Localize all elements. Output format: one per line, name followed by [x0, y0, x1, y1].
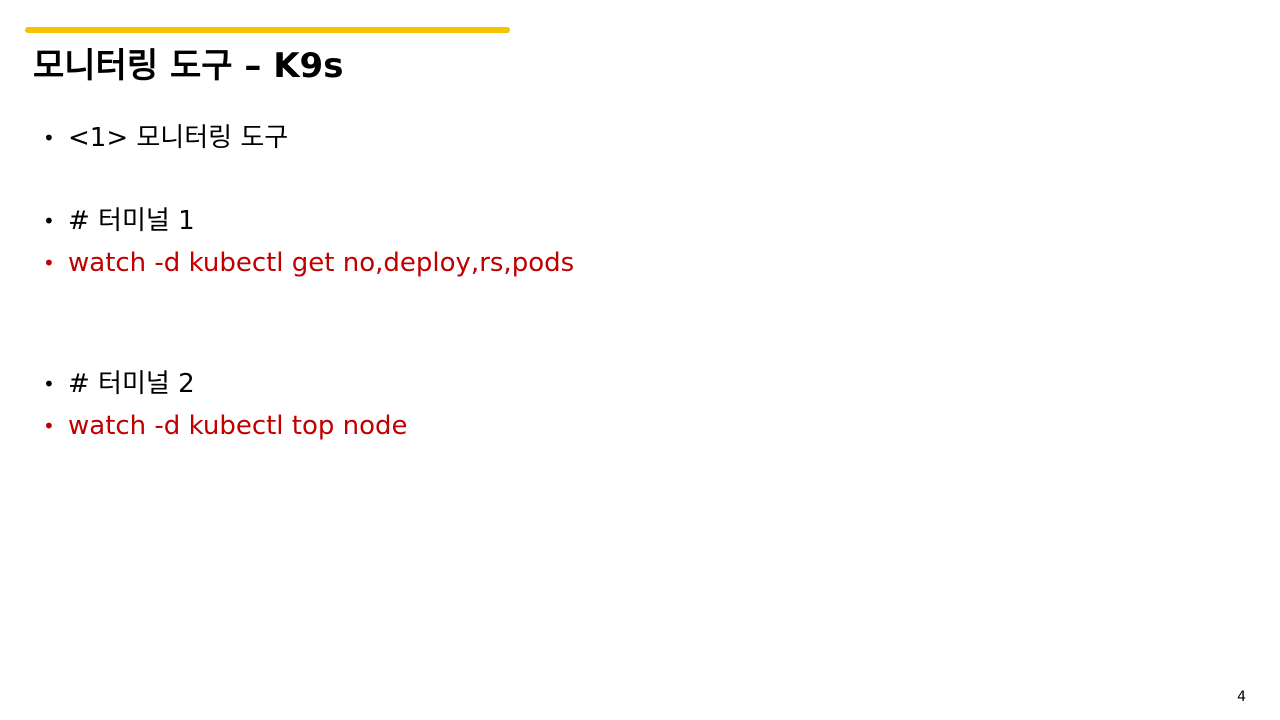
- bullet-text: watch -d kubectl get no,deploy,rs,pods: [68, 248, 575, 278]
- bullet-text: watch -d kubectl top node: [68, 411, 408, 441]
- bullet-dot-icon: •: [43, 209, 55, 233]
- slide-title: 모니터링 도구 – K9s: [33, 46, 344, 86]
- bullet-item: • # 터미널 2: [43, 367, 195, 401]
- bullet-dot-icon: •: [43, 372, 55, 396]
- bullet-item: • watch -d kubectl top node: [43, 409, 408, 443]
- bullet-item: • watch -d kubectl get no,deploy,rs,pods: [43, 246, 574, 280]
- bullet-item: • # 터미널 1: [43, 204, 195, 238]
- bullet-dot-icon: •: [43, 414, 55, 438]
- bullet-text: <1> 모니터링 도구: [68, 123, 289, 153]
- bullet-dot-icon: •: [43, 251, 55, 275]
- bullet-dot-icon: •: [43, 126, 55, 150]
- bullet-item: • <1> 모니터링 도구: [43, 121, 288, 155]
- bullet-text: # 터미널 1: [68, 206, 195, 236]
- bullet-text: # 터미널 2: [68, 369, 195, 399]
- page-number: 4: [1237, 689, 1246, 705]
- title-accent-bar: [25, 27, 510, 33]
